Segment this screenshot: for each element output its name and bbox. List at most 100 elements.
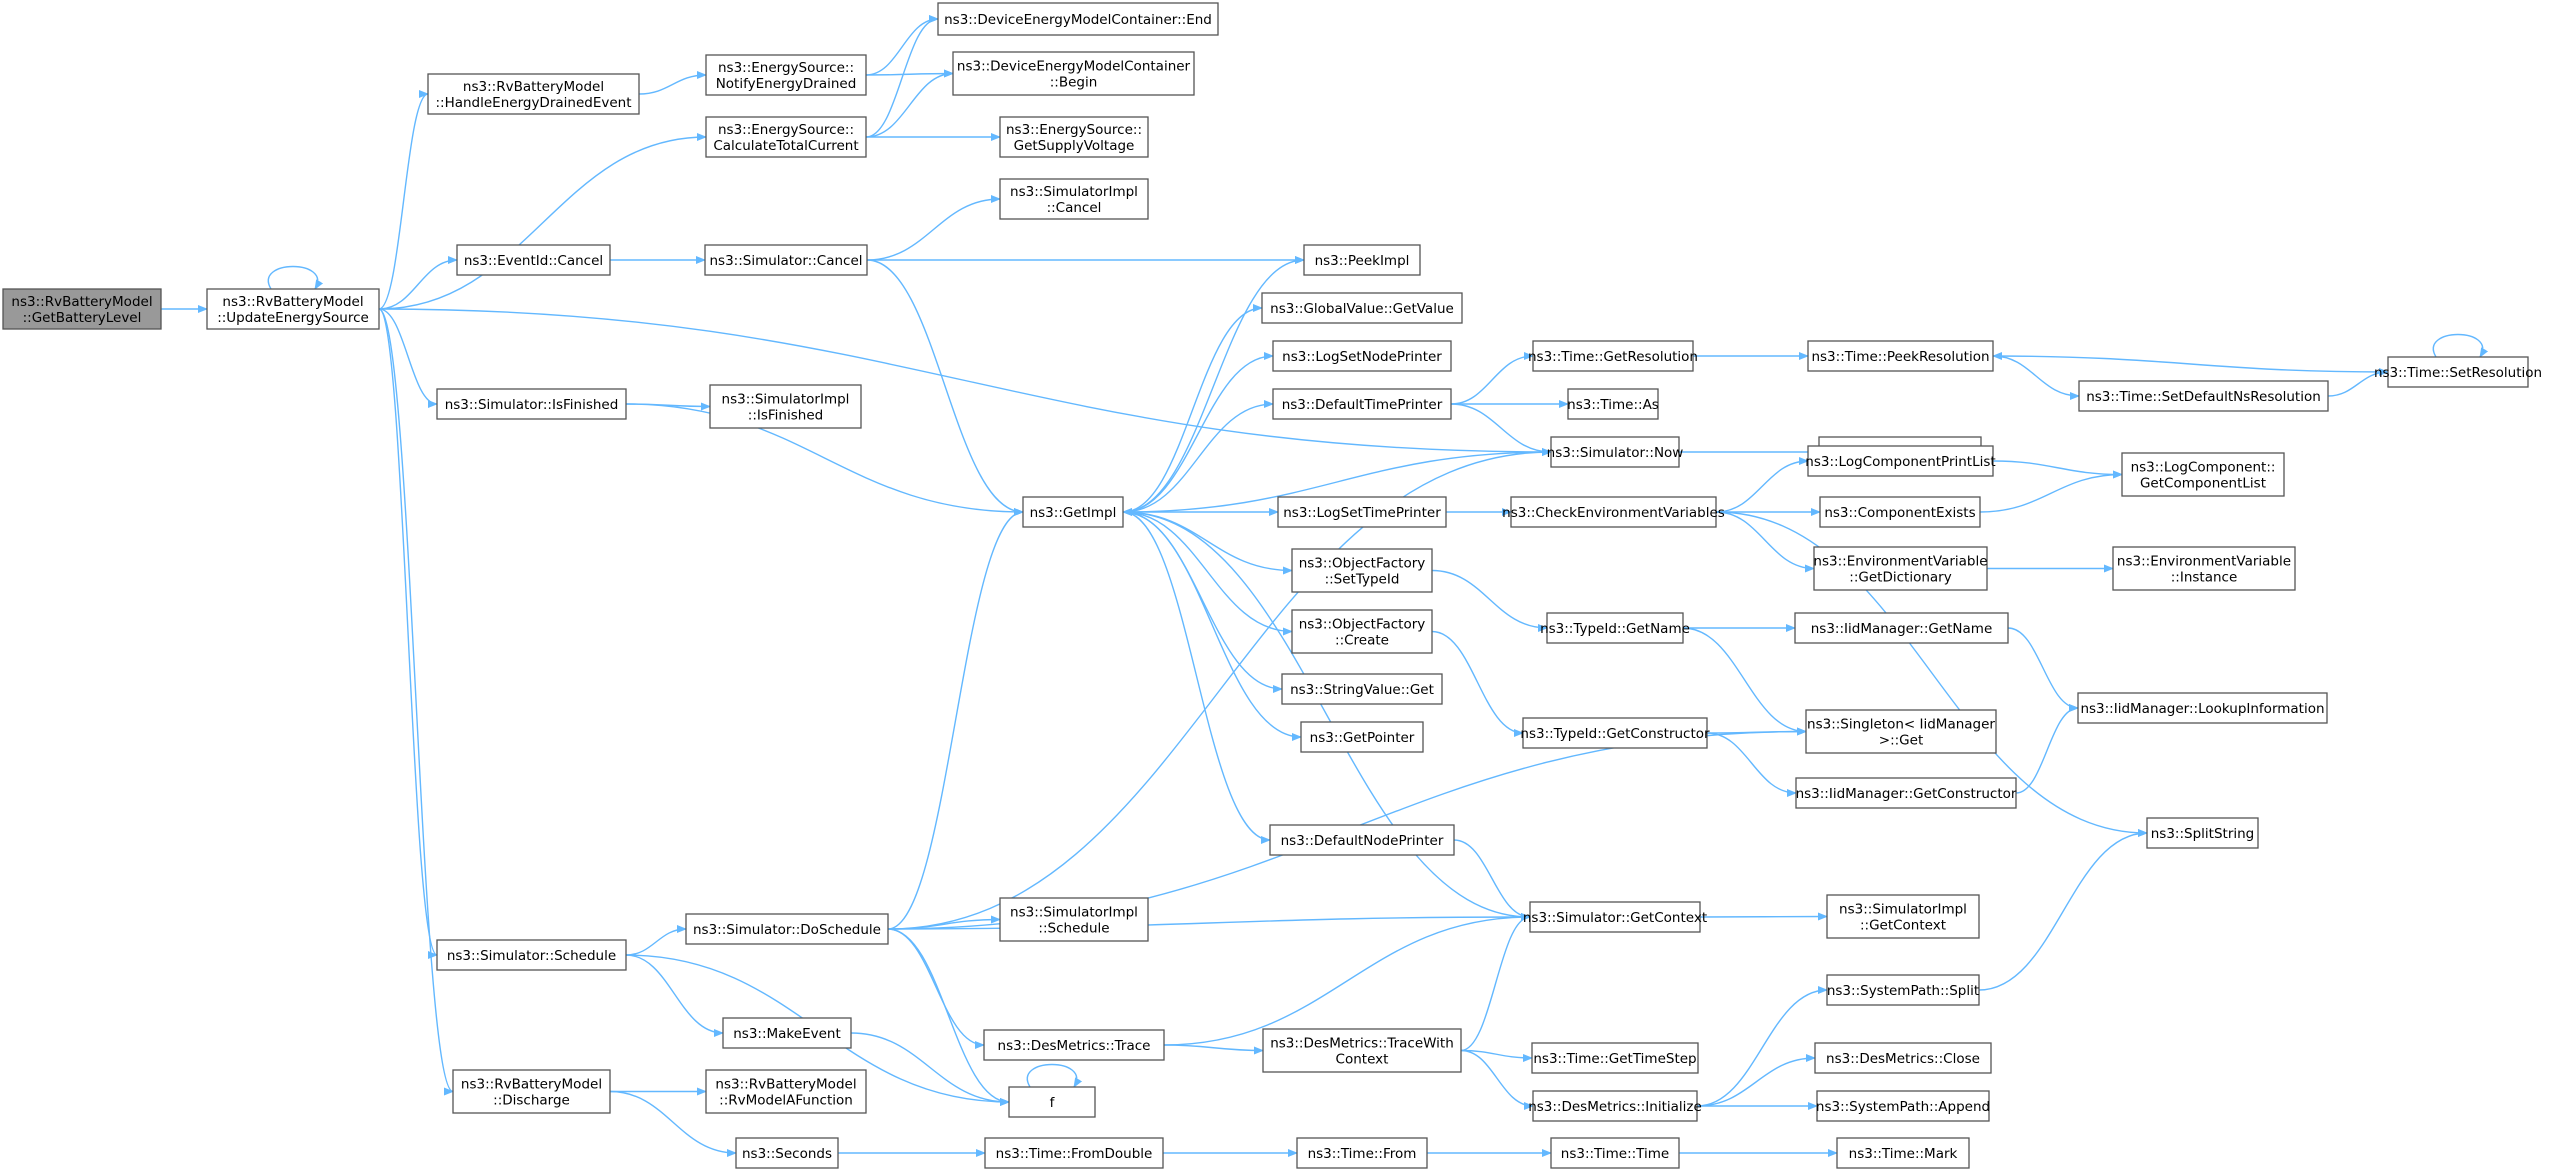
node-box [1532, 1090, 1698, 1122]
node-singget[interactable]: ns3::Singleton< IidManager>::Get [1805, 709, 1997, 754]
node-ofst[interactable]: ns3::ObjectFactory::SetTypeId [1291, 548, 1433, 593]
edge-dosched-to-dmtrace [887, 928, 985, 1049]
edge-upd-to-discharge [378, 308, 454, 1096]
node-box [1805, 709, 1997, 754]
node-isfin[interactable]: ns3::Simulator::IsFinished [436, 388, 627, 420]
node-box [2121, 452, 2285, 497]
node-root[interactable]: ns3::RvBatteryModel::GetBatteryLevel [2, 288, 162, 330]
node-evinst[interactable]: ns3::EnvironmentVariable::Instance [2112, 546, 2296, 591]
node-cev[interactable]: ns3::CheckEnvironmentVariables [1502, 496, 1725, 528]
node-rvmaf[interactable]: ns3::RvBatteryModel::RvModelAFunction [705, 1069, 867, 1114]
edge-dmtrace-to-dmtwc [1163, 1044, 1264, 1055]
node-tigc[interactable]: ns3::TypeId::GetConstructor [1520, 717, 1710, 749]
node-lcpl[interactable]: ns3::LogComponentPrintList [1805, 445, 1996, 477]
node-tsr[interactable]: ns3::Time::SetResolution [2374, 356, 2542, 388]
node-box [999, 116, 1149, 158]
node-hede[interactable]: ns3::RvBatteryModel::HandleEnergyDrained… [427, 73, 640, 115]
edge-upd-to-ctc [378, 133, 707, 310]
node-tmark[interactable]: ns3::Time::Mark [1836, 1137, 1970, 1169]
node-dminit[interactable]: ns3::DesMetrics::Initialize [1528, 1090, 1702, 1122]
node-seconds[interactable]: ns3::Seconds [735, 1137, 839, 1169]
node-tas[interactable]: ns3::Time::As [1567, 388, 1659, 420]
node-getimpl[interactable]: ns3::GetImpl [1022, 496, 1124, 528]
node-box [1531, 1042, 1699, 1074]
node-ffn[interactable]: f [1008, 1086, 1096, 1118]
node-dmtrace[interactable]: ns3::DesMetrics::Trace [983, 1029, 1165, 1061]
node-svget[interactable]: ns3::StringValue::Get [1281, 673, 1443, 705]
node-dend[interactable]: ns3::DeviceEnergyModelContainer::End [937, 2, 1219, 36]
node-label: ::Begin [1050, 75, 1098, 91]
node-dosched[interactable]: ns3::Simulator::DoSchedule [685, 913, 889, 945]
node-mkev[interactable]: ns3::MakeEvent [722, 1017, 852, 1049]
node-iidgc[interactable]: ns3::IidManager::GetConstructor [1795, 777, 2017, 809]
node-box [1261, 292, 1463, 324]
node-box [1522, 717, 1708, 749]
node-simnow[interactable]: ns3::Simulator::Now [1547, 436, 1684, 468]
node-label: ns3::RvBatteryModel [463, 79, 604, 95]
node-tfd[interactable]: ns3::Time::FromDouble [984, 1137, 1164, 1169]
node-tsdns[interactable]: ns3::Time::SetDefaultNsResolution [2078, 380, 2329, 412]
node-upd[interactable]: ns3::RvBatteryModel::UpdateEnergySource [206, 288, 380, 330]
node-tigetname[interactable]: ns3::TypeId::GetName [1540, 612, 1690, 644]
edge-ffn-to-ffn [1026, 1063, 1083, 1088]
node-label: ns3::RvBatteryModel [222, 294, 363, 310]
node-evgd[interactable]: ns3::EnvironmentVariable::GetDictionary [1813, 546, 1988, 591]
node-label: ns3::GlobalValue::GetValue [1270, 301, 1454, 317]
node-simcancel[interactable]: ns3::Simulator::Cancel [704, 244, 868, 276]
node-sigetctx[interactable]: ns3::SimulatorImpl::GetContext [1826, 894, 1980, 939]
node-sched[interactable]: ns3::Simulator::Schedule [436, 939, 627, 971]
node-label: ::Discharge [493, 1093, 570, 1109]
node-label: ns3::Time::GetResolution [1528, 349, 1698, 365]
node-sicancel[interactable]: ns3::SimulatorImpl::Cancel [999, 178, 1149, 220]
node-box [452, 1069, 611, 1114]
node-dbeg[interactable]: ns3::DeviceEnergyModelContainer::Begin [952, 51, 1195, 96]
node-tpr[interactable]: ns3::Time::PeekResolution [1807, 340, 1994, 372]
node-dtp[interactable]: ns3::DefaultTimePrinter [1272, 388, 1452, 420]
node-tgr[interactable]: ns3::Time::GetResolution [1528, 340, 1698, 372]
node-label: ::UpdateEnergySource [217, 310, 369, 326]
node-siisfin[interactable]: ns3::SimulatorImpl::IsFinished [709, 384, 862, 429]
node-ttime[interactable]: ns3::Time::Time [1550, 1137, 1680, 1169]
node-splitstr[interactable]: ns3::SplitString [2146, 817, 2259, 849]
node-getctx[interactable]: ns3::Simulator::GetContext [1523, 901, 1707, 933]
node-box [2077, 692, 2328, 724]
node-box [1550, 1137, 1680, 1169]
edge-ofst-to-tigetname [1431, 569, 1548, 632]
node-lsnp[interactable]: ns3::LogSetNodePrinter [1272, 340, 1452, 372]
node-box [2146, 817, 2259, 849]
node-box [1567, 388, 1659, 420]
node-lcgcl[interactable]: ns3::LogComponent::GetComponentList [2121, 452, 2285, 497]
node-label: ns3::EnvironmentVariable [2117, 554, 2291, 570]
node-box [206, 288, 380, 330]
node-lstp[interactable]: ns3::LogSetTimePrinter [1277, 496, 1447, 528]
node-iidlookup[interactable]: ns3::IidManager::LookupInformation [2077, 692, 2328, 724]
node-cexists[interactable]: ns3::ComponentExists [1819, 496, 1981, 528]
node-sps[interactable]: ns3::SystemPath::Split [1826, 974, 1980, 1006]
node-sisched[interactable]: ns3::SimulatorImpl::Schedule [999, 897, 1149, 942]
node-dmclose[interactable]: ns3::DesMetrics::Close [1814, 1042, 1992, 1074]
node-label: ns3::IidManager::LookupInformation [2080, 701, 2324, 717]
node-box [1296, 1137, 1428, 1169]
edge-getimpl-to-getptr [1122, 511, 1302, 741]
node-gvget[interactable]: ns3::GlobalValue::GetValue [1261, 292, 1463, 324]
node-box [999, 897, 1149, 942]
node-iidgetname[interactable]: ns3::IidManager::GetName [1794, 612, 2009, 644]
node-tfrom[interactable]: ns3::Time::From [1296, 1137, 1428, 1169]
node-gsv[interactable]: ns3::EnergySource::GetSupplyVoltage [999, 116, 1149, 158]
node-tgts[interactable]: ns3::Time::GetTimeStep [1531, 1042, 1699, 1074]
node-dnp[interactable]: ns3::DefaultNodePrinter [1269, 824, 1455, 856]
node-evcancel[interactable]: ns3::EventId::Cancel [456, 244, 611, 276]
node-box [1794, 612, 2009, 644]
node-box [1813, 546, 1988, 591]
node-ned[interactable]: ns3::EnergySource::NotifyEnergyDrained [705, 54, 867, 96]
edge-getimpl-to-dtp [1122, 400, 1274, 513]
node-spappend[interactable]: ns3::SystemPath::Append [1816, 1090, 1990, 1122]
node-label: ns3::Time::SetDefaultNsResolution [2086, 389, 2321, 405]
node-peek[interactable]: ns3::PeekImpl [1303, 244, 1421, 276]
node-ofcreate[interactable]: ns3::ObjectFactory::Create [1291, 609, 1433, 654]
node-discharge[interactable]: ns3::RvBatteryModel::Discharge [452, 1069, 611, 1114]
node-getptr[interactable]: ns3::GetPointer [1300, 721, 1424, 753]
node-ctc[interactable]: ns3::EnergySource::CalculateTotalCurrent [705, 116, 867, 158]
node-box [2112, 546, 2296, 591]
